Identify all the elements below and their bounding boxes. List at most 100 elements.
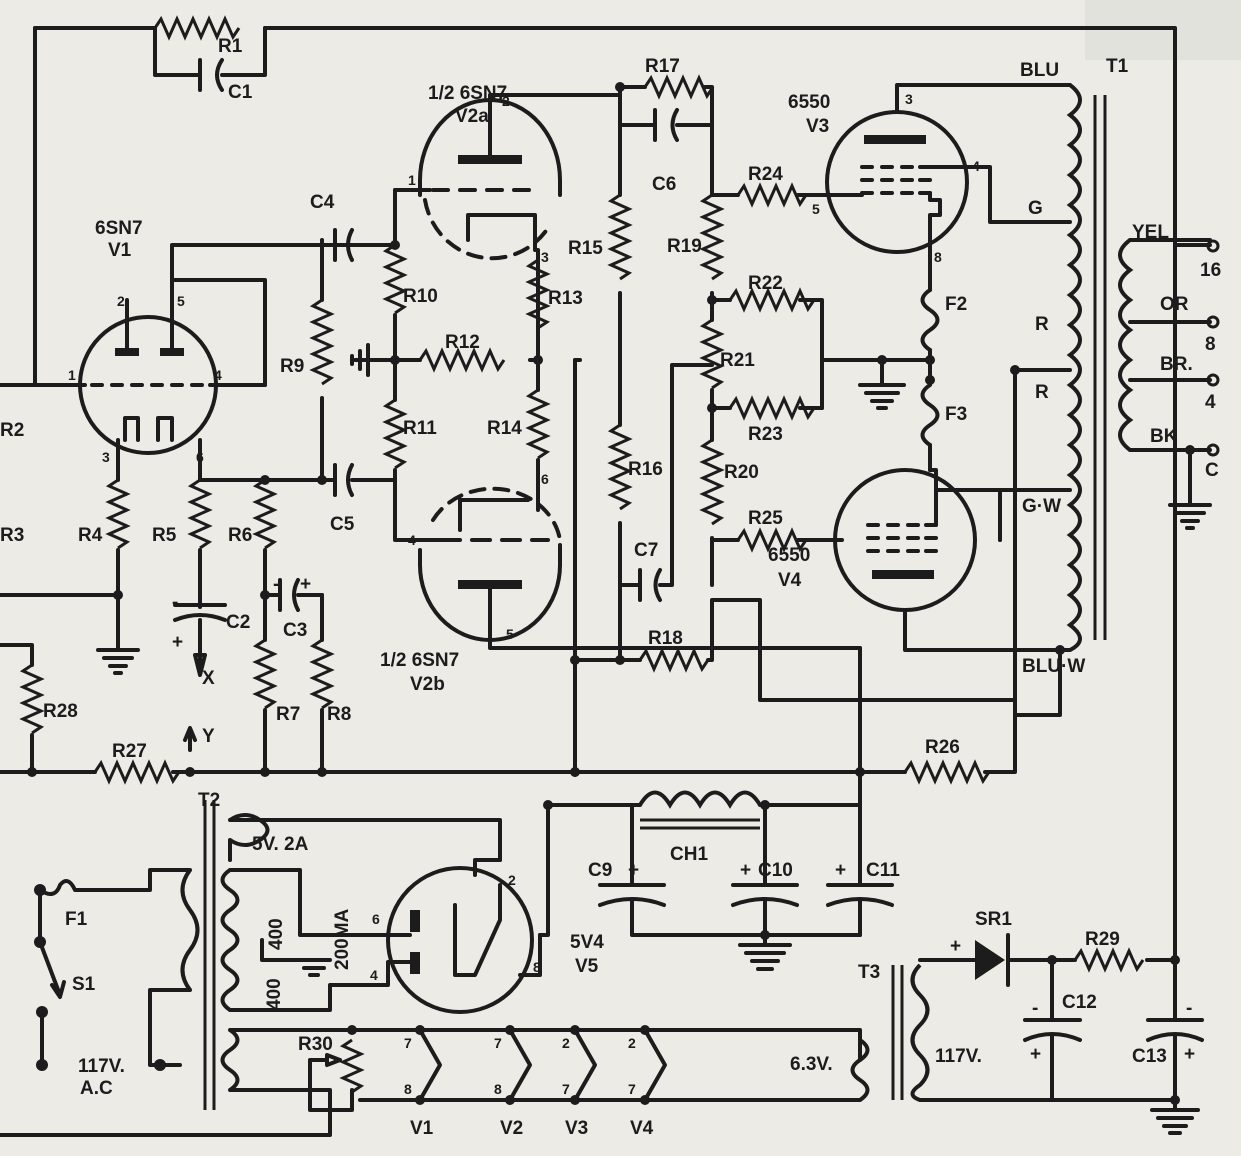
v2a-pin1: 1 (408, 172, 416, 188)
r10-label: R10 (403, 286, 438, 307)
mains-line1: 117V. (78, 1056, 125, 1077)
gw-label: G·W (1022, 496, 1061, 517)
r30-label: R30 (298, 1034, 333, 1055)
c7-capacitor (618, 363, 714, 602)
heater-v3-label: V3 (565, 1118, 588, 1139)
output-transformer (998, 83, 1220, 717)
term-c: C (1205, 460, 1219, 481)
bias-supply (891, 238, 1204, 1135)
hv-right-label: 400 (266, 918, 287, 950)
r27-label: R27 (112, 741, 147, 762)
v2a-type-label: 1/2 6SN7 (428, 83, 507, 104)
r4-label: R4 (78, 525, 103, 546)
c10-label: C10 (758, 860, 793, 881)
plate-load-network (570, 74, 1017, 777)
r9-label: R9 (280, 356, 304, 377)
heater-v3-bottom: 7 (562, 1081, 570, 1097)
f3-label: F3 (945, 404, 967, 425)
r3-label: R3 (0, 525, 24, 546)
t3-secondary-label: 6.3V. (790, 1054, 833, 1075)
blu-label: BLU (1020, 60, 1059, 81)
t3-label: T3 (858, 962, 880, 983)
s1-label: S1 (72, 974, 96, 995)
v1-pin5: 5 (177, 293, 185, 309)
v5-pin6: 6 (372, 911, 380, 927)
v2b-pin5: 5 (506, 626, 514, 642)
r19-label: R19 (667, 236, 702, 257)
r-tap-1: R (1035, 314, 1049, 335)
v4-type-label: 6550 (768, 545, 810, 566)
r25-label: R25 (748, 508, 783, 529)
t2-label: T2 (198, 790, 220, 811)
c3-plus: + (300, 574, 311, 595)
v2a-tube (418, 93, 622, 362)
r11-label: R11 (403, 418, 437, 439)
r1-label: R1 (218, 36, 243, 57)
heater-v4-top: 2 (628, 1035, 636, 1051)
c13-plus: + (1184, 1044, 1195, 1065)
v1-pin1: 1 (68, 367, 76, 383)
filter-section (598, 790, 894, 971)
c12-minus: - (1032, 998, 1038, 1019)
phase-network (198, 243, 335, 774)
v4-tube (833, 468, 1062, 652)
c3-minus: - (273, 574, 279, 595)
heater-v1-bottom: 8 (404, 1081, 412, 1097)
c12-label: C12 (1062, 992, 1097, 1013)
g-label: G (1028, 198, 1043, 219)
ch1-label: CH1 (670, 844, 708, 865)
r15-label: R15 (568, 238, 603, 259)
v3-tube (825, 83, 1072, 292)
hv-left-label: 400 (264, 978, 285, 1010)
v1-pin4: 4 (214, 367, 222, 383)
cathode-resistors (525, 258, 551, 512)
v2a-pin3: 3 (541, 249, 549, 265)
power-transformer (0, 800, 502, 1137)
bk-label: BK (1150, 426, 1178, 447)
r22-label: R22 (748, 273, 783, 294)
v1-cathode-network (96, 478, 227, 752)
mains-input (34, 868, 192, 1071)
heater-v2-top: 7 (494, 1035, 502, 1051)
v3-pin3: 3 (905, 91, 913, 107)
r18-label: R18 (648, 628, 683, 649)
r2-label: R2 (0, 420, 24, 441)
term-4: 4 (1205, 392, 1216, 413)
c10-plus: + (740, 860, 751, 881)
r16-label: R16 (628, 459, 663, 480)
v2a-ref-label: V2a (455, 106, 489, 127)
v3-type-label: 6550 (788, 92, 830, 113)
c7-label: C7 (634, 540, 658, 561)
f2-label: F2 (945, 294, 967, 315)
c3-label: C3 (283, 620, 307, 641)
v1-pin2: 2 (117, 293, 125, 309)
c2-plus: + (172, 632, 183, 653)
v1-pin6: 6 (196, 449, 204, 465)
c4-label: C4 (310, 192, 335, 213)
filament-label: 5V. 2A (252, 834, 309, 855)
v3-pin8: 8 (934, 249, 942, 265)
v5-type-label: 5V4 (570, 932, 604, 953)
v3-pin4: 4 (972, 158, 980, 174)
heater-v2-bottom: 8 (494, 1081, 502, 1097)
sr1-plus: + (950, 936, 961, 957)
c5-label: C5 (330, 514, 355, 535)
v1-pin3: 3 (102, 449, 110, 465)
sr1-label: SR1 (975, 909, 1012, 930)
r20-label: R20 (724, 462, 759, 483)
r8-label: R8 (327, 704, 351, 725)
v2b-pin6: 6 (541, 471, 549, 487)
r26-label: R26 (925, 737, 960, 758)
c9-plus: + (628, 860, 639, 881)
r-tap-2: R (1035, 382, 1049, 403)
current-label: 200MA (332, 908, 353, 970)
v2a-pin2: 2 (502, 93, 510, 109)
v5-rectifier-tube (358, 858, 542, 1014)
r29-label: R29 (1085, 929, 1120, 950)
t1-label: T1 (1106, 56, 1129, 77)
heater-v4-label: V4 (630, 1118, 654, 1139)
heater-v1-label: V1 (410, 1118, 434, 1139)
r13-label: R13 (548, 288, 583, 309)
